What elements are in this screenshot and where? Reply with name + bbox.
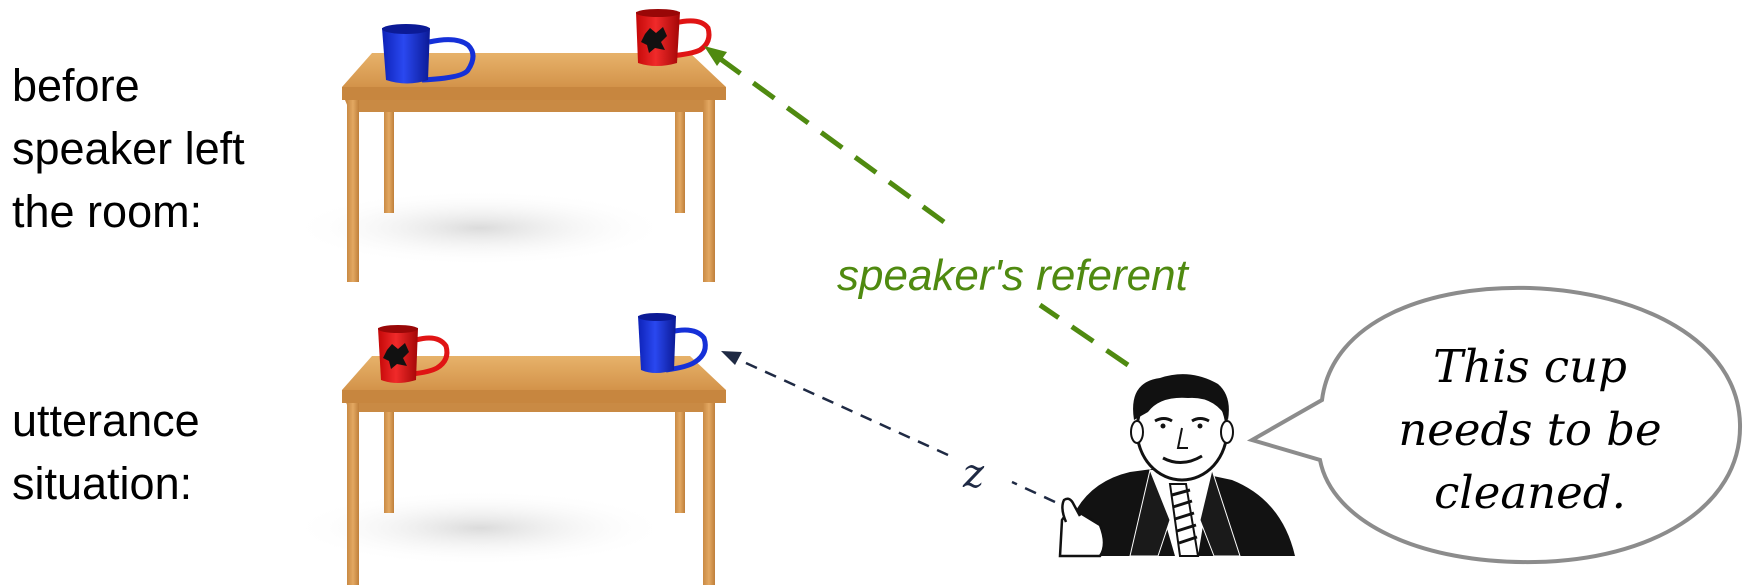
speakers-referent-label: speaker's referent bbox=[837, 251, 1190, 300]
red-cup-bottom-stained bbox=[378, 325, 450, 383]
bubble-line: cleaned. bbox=[1434, 466, 1626, 519]
table-top-scene bbox=[290, 53, 726, 282]
z-arrow bbox=[721, 351, 1056, 504]
bubble-line: This cup bbox=[1433, 340, 1627, 393]
speech-bubble-text: This cup needs to be cleaned. bbox=[1330, 335, 1730, 524]
label-utterance-situation: utterance situation: bbox=[12, 389, 200, 515]
label-line: the room: bbox=[12, 186, 203, 237]
label-line: before bbox=[12, 60, 140, 111]
bubble-line: needs to be bbox=[1398, 403, 1662, 456]
blue-cup-top bbox=[382, 24, 476, 84]
speech-bubble bbox=[1246, 285, 1743, 565]
z-label: z bbox=[962, 451, 985, 497]
label-line: utterance bbox=[12, 395, 200, 446]
table-bottom-scene bbox=[290, 356, 726, 585]
speaker-person-illustration bbox=[1058, 374, 1295, 558]
blue-cup-bottom bbox=[638, 313, 708, 373]
label-line: situation: bbox=[12, 458, 193, 509]
speakers-referent-arrow bbox=[704, 46, 1130, 368]
label-line: speaker left bbox=[12, 123, 245, 174]
red-cup-top-stained bbox=[636, 9, 712, 66]
label-before-speaker-left: before speaker left the room: bbox=[12, 54, 245, 243]
